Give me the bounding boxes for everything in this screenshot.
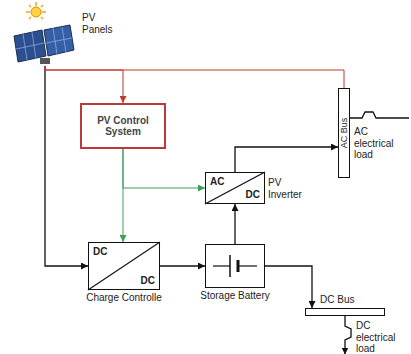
dc-bus-bar: DC Bus — [305, 308, 385, 316]
pv-panel-array: PV Panels — [8, 4, 120, 66]
dc-load: DC electrical load — [339, 318, 410, 354]
dc-dc-converter: DCDCCharge Controlle — [88, 242, 160, 290]
connector-line — [345, 316, 351, 354]
ac-load: AC electrical load — [352, 110, 409, 166]
node-label: DC — [93, 246, 107, 258]
node-label: DC — [141, 275, 155, 287]
panel-stand — [40, 58, 50, 64]
node-label: Charge Controlle — [86, 292, 162, 304]
solar-panel — [44, 25, 74, 56]
inverter-box: ACDCPV Inverter — [205, 172, 265, 204]
connector-line — [265, 266, 312, 308]
connector-line — [45, 66, 88, 266]
converter-diagonal — [88, 242, 160, 290]
node-label: PV Control System — [86, 115, 160, 138]
pv-panel-icon — [14, 2, 74, 64]
node-label: AC — [210, 176, 224, 188]
panel-grid — [16, 27, 72, 60]
connector-line — [160, 265, 205, 266]
node-label: DC — [246, 189, 260, 201]
connector-line — [235, 147, 338, 172]
solar-panel — [14, 30, 46, 62]
connector-line — [350, 112, 409, 118]
connector-line — [45, 66, 123, 103]
connector-line — [123, 149, 205, 188]
node-label: PV Inverter — [268, 177, 312, 200]
sun-disc — [31, 7, 41, 17]
node-label: DC electrical load — [356, 320, 410, 354]
node-label: DC Bus — [320, 294, 354, 306]
node-label: AC Bus — [339, 118, 349, 149]
node-label: AC electrical load — [354, 126, 409, 161]
connector-line — [234, 204, 235, 244]
node-label: PV Panels — [82, 12, 122, 35]
node-label: Storage Battery — [200, 290, 269, 302]
battery-box: Storage Battery — [205, 244, 265, 288]
sun-symbol — [26, 2, 46, 19]
battery-symbol — [213, 255, 257, 277]
control-box: PV Control System — [80, 103, 166, 149]
ac-bus-bar: AC Bus — [338, 88, 350, 178]
converter-diagonal — [205, 172, 265, 204]
connector-line — [45, 66, 344, 88]
connector-line — [123, 149, 124, 242]
